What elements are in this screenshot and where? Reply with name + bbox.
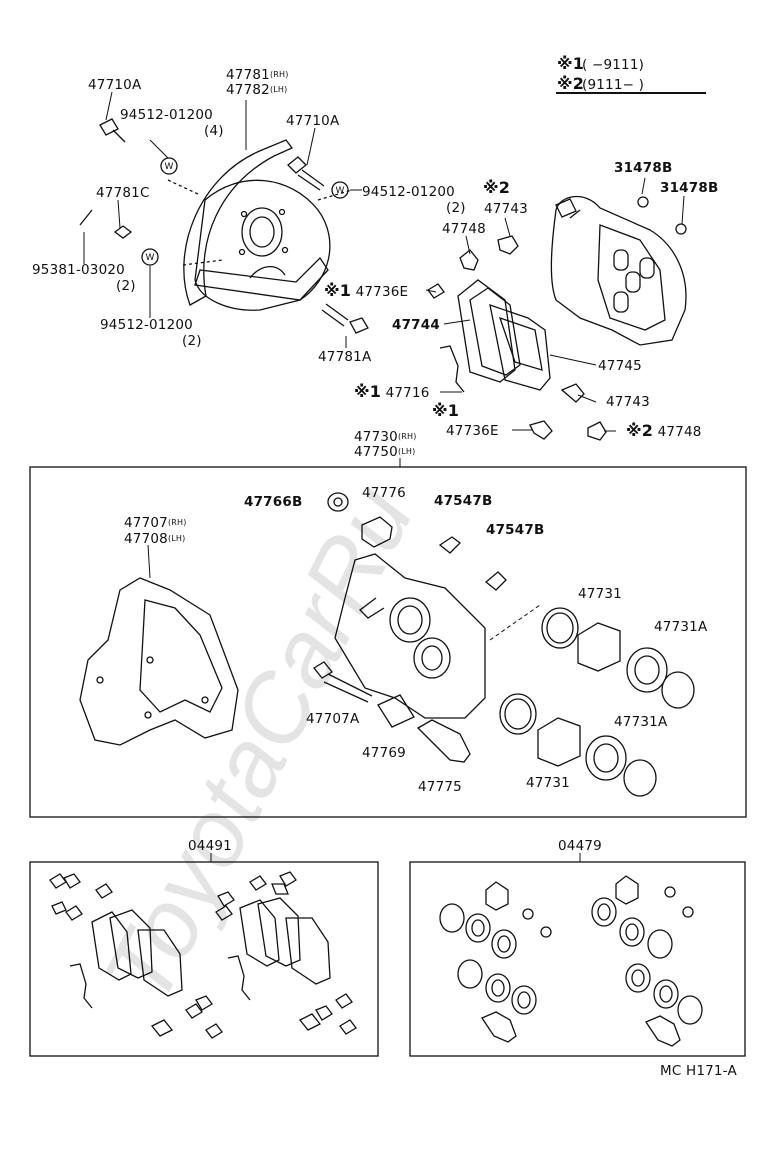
- part-label: 47782(LH): [226, 82, 288, 98]
- part-label: 47547B: [434, 493, 493, 509]
- legend-range-2: (9111− ): [582, 77, 645, 93]
- part-label: 47736E: [446, 423, 499, 439]
- part-label: 47769: [362, 745, 406, 761]
- part-label: 47744: [392, 317, 440, 333]
- part-label: 94512-01200: [120, 107, 213, 123]
- kit-04479-frame: [409, 861, 746, 1057]
- washer-drawings: [141, 157, 349, 266]
- part-label: ※1 47736E: [324, 281, 409, 300]
- note-mark: ※1: [432, 401, 460, 420]
- part-label: 47730(RH): [354, 429, 417, 445]
- part-qty: (4): [204, 123, 224, 139]
- slide-parts-drawing: [313, 492, 507, 763]
- part-label: 47745: [598, 358, 642, 374]
- washer-mark: W: [336, 186, 345, 196]
- part-label: 47707A: [306, 711, 360, 727]
- part-label: 94512-01200: [362, 184, 455, 200]
- part-label: 47707(RH): [124, 515, 187, 531]
- legend-mark-2: ※2: [557, 74, 585, 93]
- part-label: 47781(RH): [226, 67, 289, 83]
- part-label: 47750(LH): [354, 444, 416, 460]
- part-label: 47775: [418, 779, 462, 795]
- washer-mark: W: [165, 162, 174, 172]
- part-label: 47710A: [88, 77, 142, 93]
- part-qty: (2): [116, 278, 136, 294]
- kit-04491-frame: [29, 861, 379, 1057]
- diagram-code: MC H171-A: [660, 1063, 737, 1079]
- kit-04491-drawing: [49, 871, 357, 1039]
- part-label: 31478B: [660, 180, 719, 196]
- part-label: 47731A: [654, 619, 708, 635]
- part-label: 47731A: [614, 714, 668, 730]
- part-label: 47547B: [486, 522, 545, 538]
- kit-label: 04491: [188, 838, 232, 854]
- note-mark: ※2: [483, 178, 511, 197]
- kit-04479-drawing: [439, 875, 703, 1047]
- part-label: 47743: [606, 394, 650, 410]
- leader-lines: [83, 91, 685, 432]
- part-label: 47743: [484, 201, 528, 217]
- part-label: ※1 47716: [354, 382, 430, 401]
- pistons-drawing: [499, 607, 695, 797]
- part-qty: (2): [446, 200, 466, 216]
- part-label: 47781C: [96, 185, 150, 201]
- part-label: 95381-03020: [32, 262, 125, 278]
- washer-mark: W: [146, 253, 155, 263]
- bolt-drawings: [79, 118, 369, 334]
- part-label: 47708(LH): [124, 531, 186, 547]
- part-label: 47748: [442, 221, 486, 237]
- part-label: 47781A: [318, 349, 372, 365]
- part-label: ※2 47748: [626, 421, 702, 440]
- caliper-assembly-frame: [29, 466, 747, 818]
- part-label: 47776: [362, 485, 406, 501]
- kit-label: 04479: [558, 838, 602, 854]
- legend-range-1: ( −9111): [582, 57, 645, 73]
- part-label: 94512-01200: [100, 317, 193, 333]
- mounting-bracket-drawing: [79, 544, 239, 746]
- pads-drawing: [427, 235, 607, 441]
- part-label: 47731: [578, 586, 622, 602]
- caliper-body-drawing: [334, 553, 541, 719]
- part-label: 47731: [526, 775, 570, 791]
- part-label: 47766B: [244, 494, 303, 510]
- dust-cover-drawing: [182, 139, 331, 311]
- caliper-top-drawing: [550, 195, 687, 346]
- part-label: 31478B: [614, 160, 673, 176]
- part-label: 47710A: [286, 113, 340, 129]
- legend-mark-1: ※1: [557, 54, 585, 73]
- part-qty: (2): [182, 333, 202, 349]
